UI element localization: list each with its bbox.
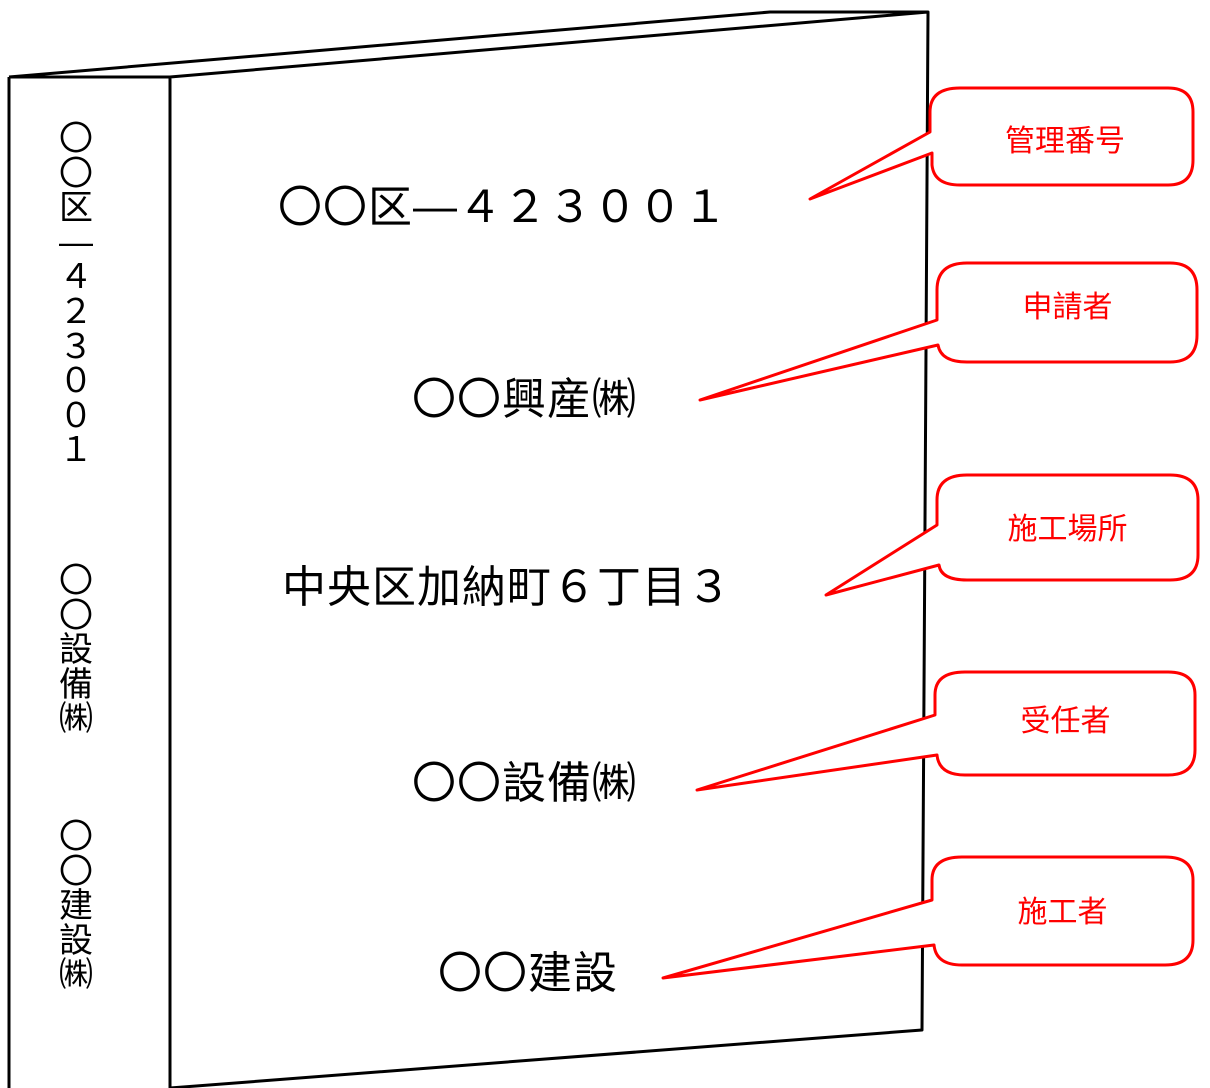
spine-char: 〇 [59, 153, 93, 194]
spine-char: ㈱ [59, 699, 93, 740]
spine-char: 建 [59, 886, 93, 927]
callout-label-construction-site: 施工場所 [1007, 512, 1128, 547]
spine-char: 〇 [59, 595, 93, 636]
cover-builder: 〇〇建設 [438, 948, 618, 999]
callout-label-builder: 施工者 [1017, 895, 1108, 930]
binder-outline [7, 10, 930, 1088]
cover-contractor: 〇〇設備㈱ [412, 758, 637, 809]
spine-company-1: 〇 〇 設 備 ㈱ [48, 564, 104, 737]
spine-char: 〇 [59, 851, 93, 892]
spine-char: 〇 [59, 561, 93, 601]
spine-char: 〇 [59, 817, 93, 857]
spine-char: 〇 [59, 119, 93, 159]
cover-construction-site: 中央区加納町６丁目３ [282, 562, 732, 613]
spine-char: 区 [59, 188, 93, 229]
callout-bubble-applicant [698, 261, 1199, 402]
callout-label-applicant: 申請者 [1022, 290, 1113, 325]
spine-char: 設 [59, 920, 93, 961]
spine-char: ０ [59, 395, 93, 436]
callout-bubble-contractor [695, 670, 1197, 792]
spine-char: ― [59, 222, 93, 263]
spine-char: 備 [59, 664, 93, 705]
callout-bubble-management-number [808, 86, 1195, 201]
callout-label-management-number: 管理番号 [1005, 124, 1125, 159]
spine-char: 設 [59, 630, 93, 671]
cover-management-number: 〇〇区―４２３００１ [278, 182, 728, 233]
spine-char: ３ [59, 326, 93, 367]
spine-char: ２ [59, 291, 93, 332]
callout-bubble-builder [661, 855, 1195, 980]
spine-char: ㈱ [59, 955, 93, 996]
spine-char: ０ [59, 361, 93, 402]
spine-char: ４ [59, 257, 93, 298]
cover-applicant: 〇〇興産㈱ [412, 374, 637, 425]
spine-company-2: 〇 〇 建 設 ㈱ [48, 820, 104, 993]
callout-label-contractor: 受任者 [1020, 704, 1111, 739]
callout-bubble-construction-site [824, 473, 1200, 597]
spine-char: １ [59, 430, 93, 471]
spine-management-number: 〇 〇 区 ― ４ ２ ３ ０ ０ １ [48, 122, 104, 468]
